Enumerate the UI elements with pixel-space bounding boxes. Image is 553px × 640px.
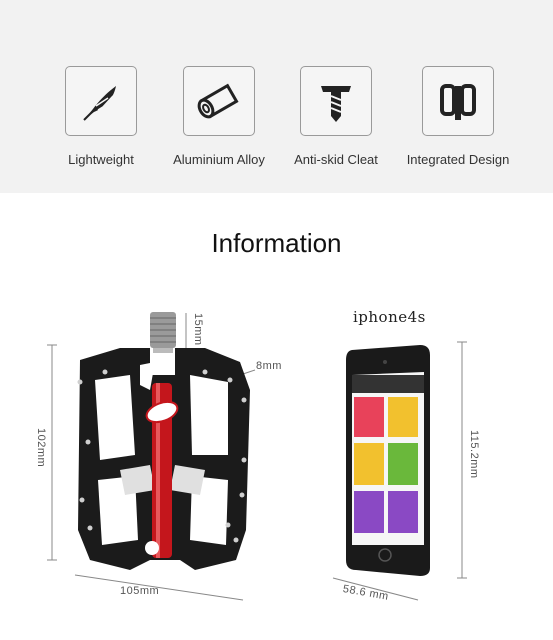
tube-icon bbox=[183, 66, 255, 136]
phone-dimension-lines bbox=[332, 341, 467, 601]
pedal-axle-dimension: 15mm bbox=[192, 313, 204, 346]
pedal-image bbox=[77, 312, 250, 570]
pedal-height-dimension: 102mm bbox=[35, 428, 47, 468]
feather-icon bbox=[65, 66, 137, 136]
pedal-thickness-dimension: 8mm bbox=[256, 360, 282, 372]
feature-label: Integrated Design bbox=[406, 152, 510, 167]
features-band: Lightweight Aluminium Alloy Anti-skid Cl… bbox=[0, 0, 553, 193]
phone-image bbox=[346, 345, 430, 576]
section-title: Information bbox=[211, 228, 342, 258]
feature-lightweight: Lightweight bbox=[41, 66, 161, 167]
phone-label: iphone4s bbox=[353, 308, 426, 326]
feature-integrated: Integrated Design bbox=[398, 66, 518, 167]
pedal-width-dimension: 105mm bbox=[120, 585, 160, 597]
feature-label: Anti-skid Cleat bbox=[294, 152, 378, 167]
pedal-dimension-lines bbox=[47, 313, 256, 601]
feature-label: Aluminium Alloy bbox=[173, 152, 265, 167]
feature-anti-skid: Anti-skid Cleat bbox=[276, 66, 396, 167]
screw-icon bbox=[300, 66, 372, 136]
pedal-icon bbox=[422, 66, 494, 136]
feature-label: Lightweight bbox=[68, 152, 134, 167]
feature-aluminium: Aluminium Alloy bbox=[159, 66, 279, 167]
phone-height-dimension: 115.2mm bbox=[468, 430, 480, 479]
